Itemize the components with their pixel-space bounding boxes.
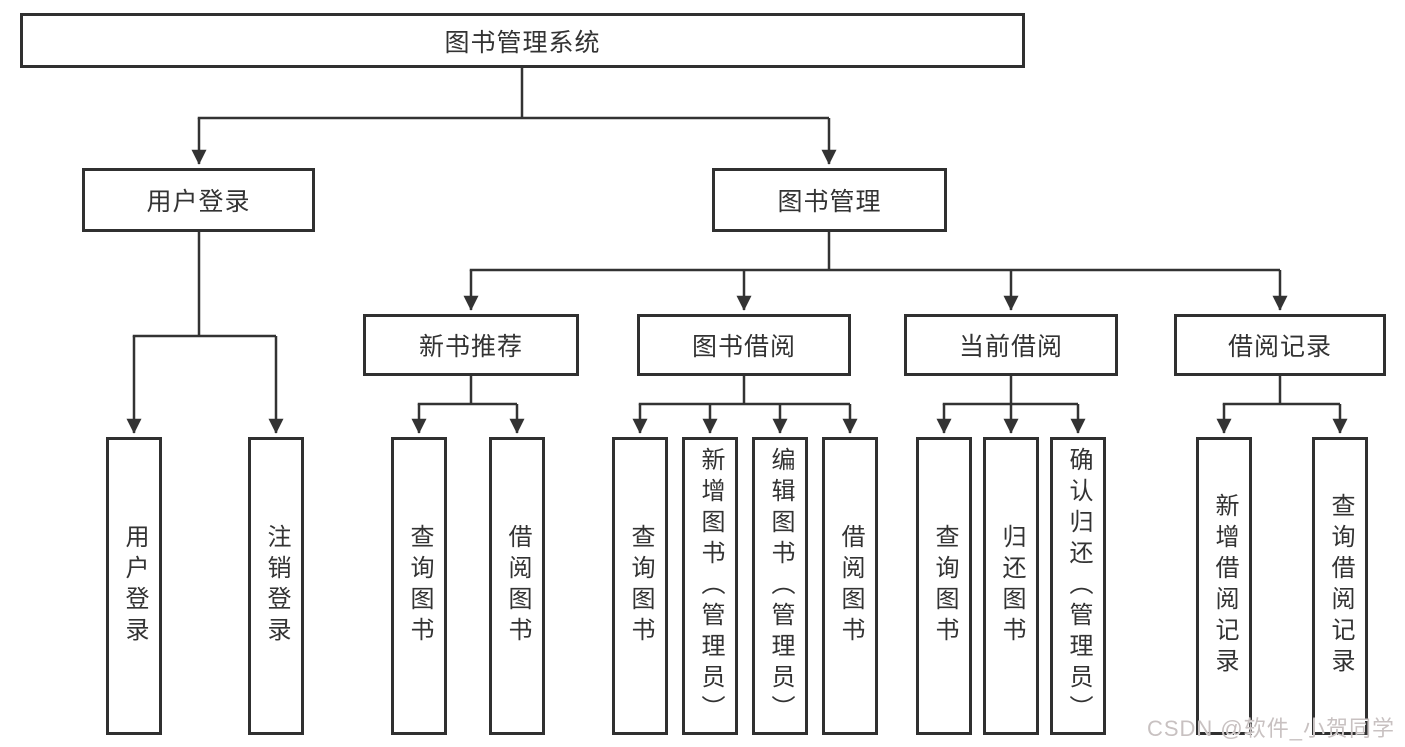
node-return-books: 归还图书 bbox=[983, 437, 1039, 735]
node-book-management: 图书管理 bbox=[712, 168, 947, 232]
node-library-system: 图书管理系统 bbox=[20, 13, 1025, 68]
node-borrow-books-1: 借阅图书 bbox=[489, 437, 545, 735]
node-query-books-2: 查询图书 bbox=[612, 437, 668, 735]
node-borrow-books-2: 借阅图书 bbox=[822, 437, 878, 735]
node-query-books-3: 查询图书 bbox=[916, 437, 972, 735]
node-confirm-return-admin: 确认归还（管理员） bbox=[1050, 437, 1106, 735]
node-query-books-1: 查询图书 bbox=[391, 437, 447, 735]
connector-lines bbox=[126, 68, 1348, 434]
node-edit-books-admin: 编辑图书（管理员） bbox=[752, 437, 808, 735]
node-query-borrow-record: 查询借阅记录 bbox=[1312, 437, 1368, 735]
node-add-borrow-record: 新增借阅记录 bbox=[1196, 437, 1252, 735]
node-book-borrowing: 图书借阅 bbox=[637, 314, 851, 376]
node-logout-leaf: 注销登录 bbox=[248, 437, 304, 735]
csdn-watermark: CSDN @软件_小贺同学 bbox=[1146, 716, 1395, 741]
node-current-borrowing: 当前借阅 bbox=[904, 314, 1118, 376]
node-user-login-leaf: 用户登录 bbox=[106, 437, 162, 735]
node-add-books-admin: 新增图书（管理员） bbox=[682, 437, 738, 735]
node-borrowing-records: 借阅记录 bbox=[1174, 314, 1386, 376]
node-user-login: 用户登录 bbox=[82, 168, 315, 232]
node-new-book-recommend: 新书推荐 bbox=[363, 314, 579, 376]
